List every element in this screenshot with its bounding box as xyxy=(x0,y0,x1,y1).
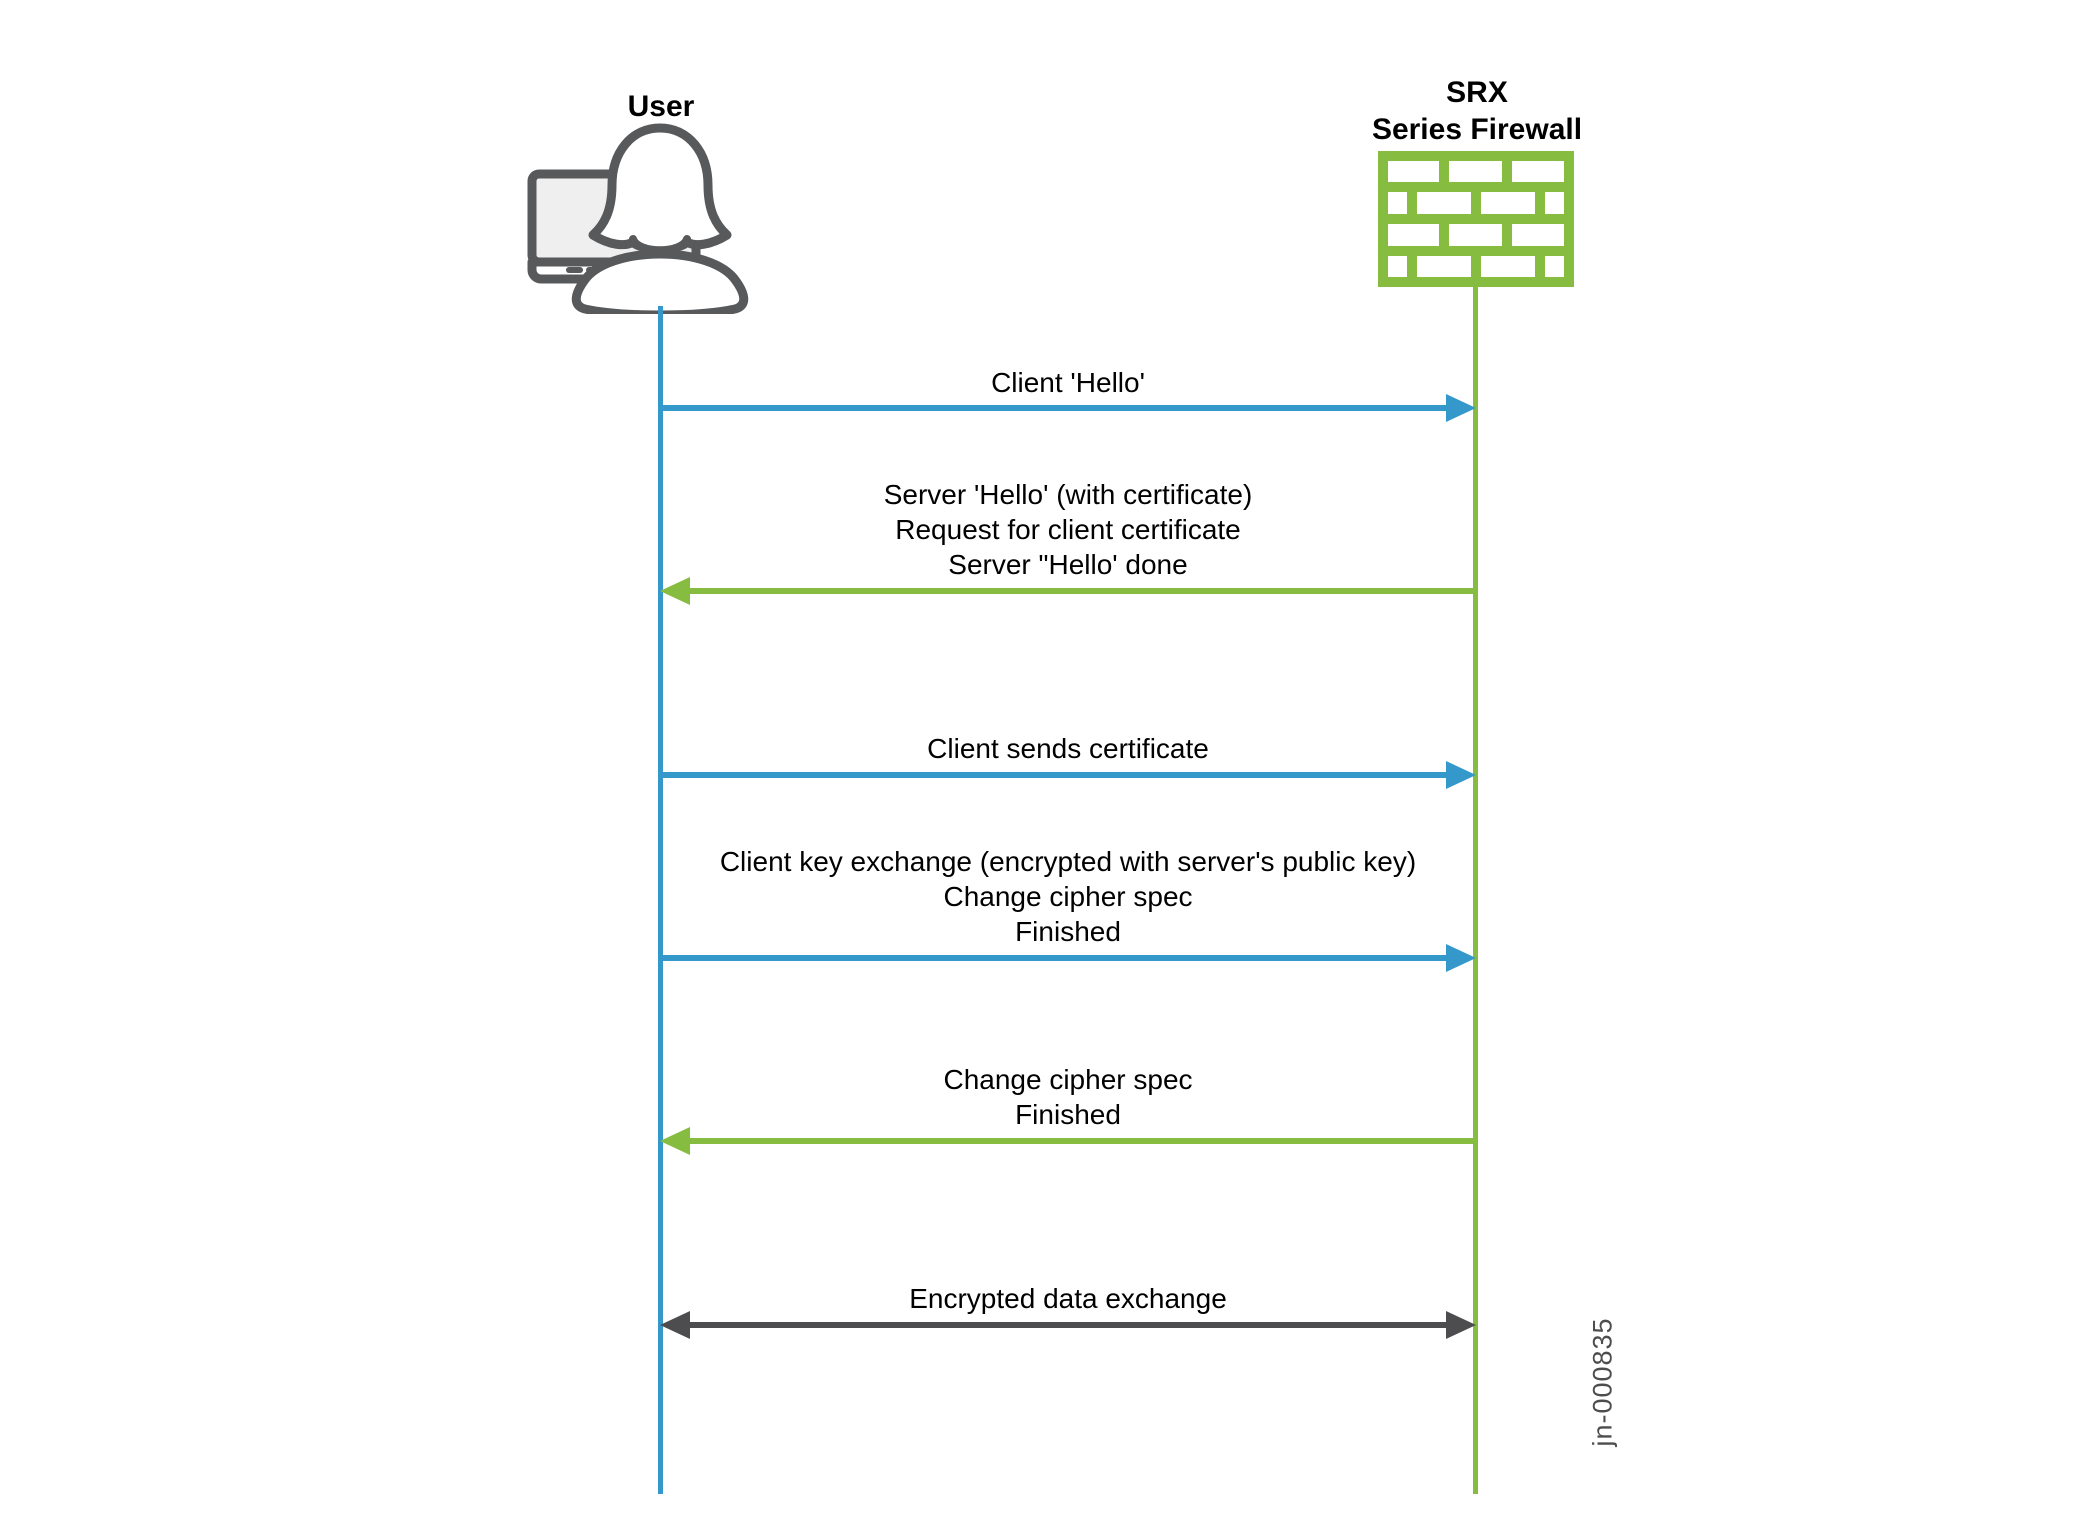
message-text: Client key exchange (encrypted with serv… xyxy=(719,846,1417,877)
message-text: Finished xyxy=(1015,1099,1121,1130)
message-text: Request for client certificate xyxy=(895,514,1241,545)
message-text: Client sends certificate xyxy=(927,733,1209,764)
message-arrow-server-change-cipher xyxy=(660,1127,1475,1155)
arrow-shaft xyxy=(661,405,1449,411)
actor-label-firewall: SRX Series Firewall xyxy=(1277,74,1677,148)
message-arrow-client-hello xyxy=(661,394,1476,422)
message-text: Change cipher spec xyxy=(943,881,1193,912)
lifeline-firewall xyxy=(1473,283,1478,1494)
message-label-client-certificate: Client sends certificate xyxy=(568,731,1568,766)
actor-firewall-name-line1: SRX xyxy=(1446,76,1508,109)
user-at-laptop-icon xyxy=(527,123,749,314)
message-text: Encrypted data exchange xyxy=(909,1283,1227,1314)
arrowhead-right-icon xyxy=(1446,1311,1476,1339)
arrowhead-right-icon xyxy=(1446,761,1476,789)
actor-user-name: User xyxy=(627,90,695,123)
message-label-client-hello: Client 'Hello' xyxy=(568,365,1568,400)
arrowhead-left-icon xyxy=(660,1127,690,1155)
arrowhead-left-icon xyxy=(660,1311,690,1339)
lifeline-user xyxy=(658,306,663,1494)
actor-firewall-name-line2: Series Firewall xyxy=(1371,113,1583,146)
arrowhead-left-icon xyxy=(660,577,690,605)
arrow-shaft xyxy=(687,1322,1449,1328)
message-label-server-change-cipher: Change cipher spec Finished xyxy=(568,1062,1568,1132)
message-text: Client 'Hello' xyxy=(991,367,1145,398)
arrow-shaft xyxy=(661,955,1449,961)
message-label-encrypted-exchange: Encrypted data exchange xyxy=(568,1281,1568,1316)
message-arrow-client-key-exchange xyxy=(661,944,1476,972)
arrow-shaft xyxy=(687,1138,1475,1144)
message-arrow-server-hello xyxy=(660,577,1475,605)
actor-label-user: User xyxy=(561,88,761,125)
firewall-brick-wall-icon xyxy=(1378,151,1574,287)
message-arrow-encrypted-exchange xyxy=(660,1311,1476,1339)
arrow-shaft xyxy=(661,772,1449,778)
message-text: Server "Hello' done xyxy=(948,549,1188,580)
message-text: Change cipher spec xyxy=(943,1064,1193,1095)
message-label-client-key-exchange: Client key exchange (encrypted with serv… xyxy=(568,844,1568,949)
arrowhead-right-icon xyxy=(1446,394,1476,422)
arrow-shaft xyxy=(687,588,1475,594)
message-label-server-hello: Server 'Hello' (with certificate) Reques… xyxy=(568,477,1568,582)
message-arrow-client-certificate xyxy=(661,761,1476,789)
arrowhead-right-icon xyxy=(1446,944,1476,972)
figure-id: jn-000835 xyxy=(1587,1317,1618,1447)
message-text: Server 'Hello' (with certificate) xyxy=(883,479,1253,510)
message-text: Finished xyxy=(1015,916,1121,947)
